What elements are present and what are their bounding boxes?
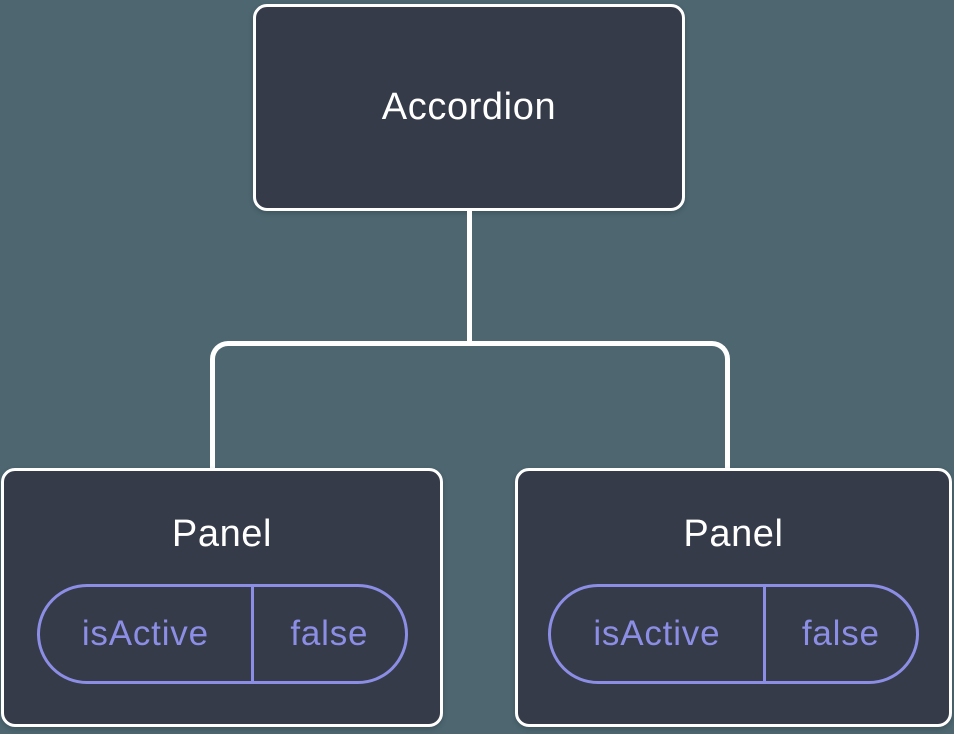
tree-node-accordion: Accordion: [253, 4, 685, 211]
panel-right-state-name: isActive: [551, 586, 766, 681]
panel-left-label: Panel: [171, 512, 273, 555]
tree-node-panel-left: Panel isActive false: [1, 468, 443, 727]
panel-left-state-name: isActive: [40, 586, 255, 681]
connector-stem: [467, 208, 472, 346]
accordion-node-label: Accordion: [381, 86, 557, 128]
panel-left-state-value: false: [290, 613, 369, 653]
tree-node-panel-right: Panel isActive false: [515, 468, 952, 727]
panel-right-state-value: false: [801, 613, 880, 653]
connector-bracket: [210, 341, 730, 468]
panel-right-label: Panel: [683, 512, 784, 555]
panel-right-state-pill: isActive false: [548, 583, 919, 684]
panel-left-state-pill: isActive false: [36, 583, 408, 684]
